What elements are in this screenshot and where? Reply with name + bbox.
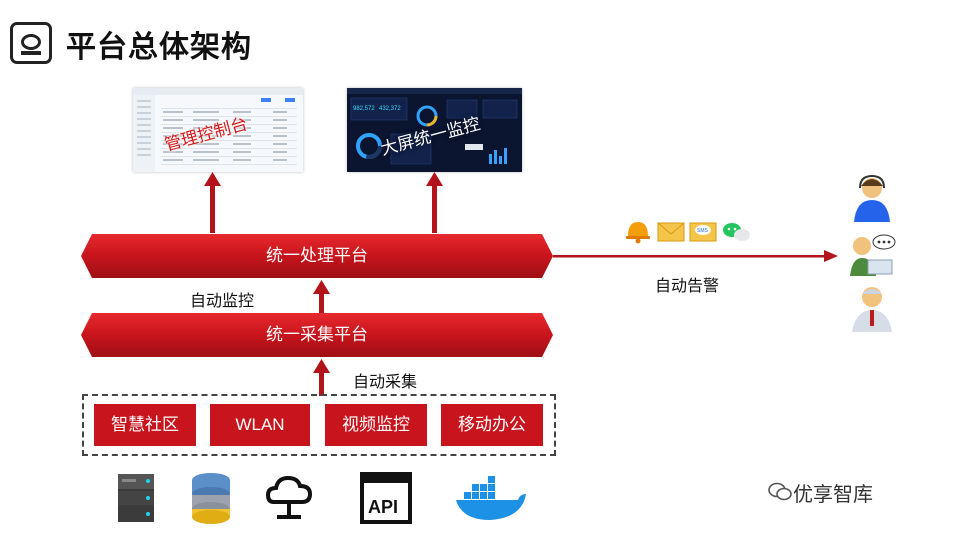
docker-icon <box>456 476 526 520</box>
bigscreen-stat-1: 982,572 <box>353 106 375 112</box>
processing-platform-banner <box>81 234 553 278</box>
bigscreen-screenshot: 982,572 432,372 大屏统一监控 <box>347 88 522 172</box>
svg-text:API: API <box>368 497 398 517</box>
arrow-monitor <box>313 280 330 315</box>
collection-platform-label: 统一采集平台 <box>266 325 368 344</box>
api-icon: API <box>360 472 412 524</box>
support-agent-icon <box>854 174 890 222</box>
source-video-monitoring: 视频监控 <box>325 404 427 446</box>
data-sources-group <box>82 394 556 456</box>
monitor-flow-label: 自动监控 <box>190 293 255 310</box>
source-wlan: WLAN <box>210 404 310 446</box>
sms-icon: SMS <box>689 222 717 242</box>
database-icon <box>192 473 230 524</box>
watermark-text: 优享智库 <box>793 484 873 506</box>
arrow-collect <box>313 359 330 396</box>
bigscreen-stat-2: 432,372 <box>379 106 401 112</box>
collection-platform-banner <box>81 313 553 357</box>
cloud-icon <box>265 475 313 519</box>
source-smart-community: 智慧社区 <box>94 404 196 446</box>
svg-text:SMS: SMS <box>697 228 709 234</box>
monitor-logo-icon <box>10 22 52 64</box>
tech-stack: API <box>118 472 526 524</box>
engineer-icon <box>852 287 892 332</box>
user-chat-icon <box>850 234 896 276</box>
arrow-to-console <box>204 172 221 233</box>
server-icon <box>118 474 154 522</box>
alert-channels: SMS <box>626 222 750 244</box>
alert-flow-label: 自动告警 <box>655 278 720 295</box>
email-icon <box>657 222 685 242</box>
wechat-watermark-icon <box>768 482 792 501</box>
bell-icon <box>626 222 650 244</box>
processing-platform-label: 统一处理平台 <box>266 246 368 265</box>
collect-flow-label: 自动采集 <box>353 374 418 391</box>
source-mobile-office: 移动办公 <box>441 404 543 446</box>
page-title: 平台总体架构 <box>66 31 252 64</box>
wechat-icon <box>723 223 750 241</box>
recipients <box>850 174 896 332</box>
arrow-to-bigscreen <box>426 172 443 233</box>
arrow-alert <box>553 250 838 262</box>
console-screenshot: 管理控制台 <box>133 88 303 172</box>
